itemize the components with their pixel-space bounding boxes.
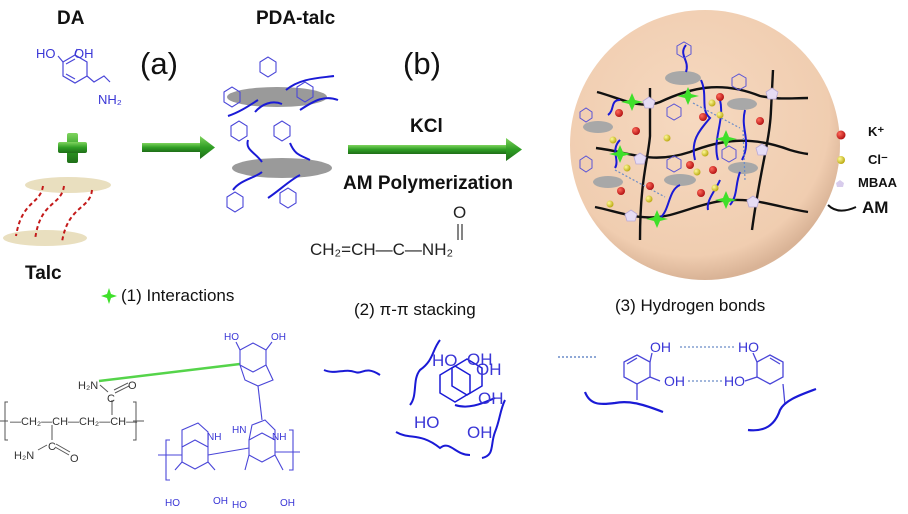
legend-cl-icon <box>837 156 845 164</box>
polyacrylamide-structure <box>0 382 144 456</box>
talc-label: Talc <box>25 263 62 284</box>
panel-b-label: (b) <box>403 46 441 81</box>
legend-mbaa-icon <box>836 180 844 187</box>
pda-hn: HN <box>232 425 246 436</box>
pda-talc-structure <box>223 56 339 213</box>
pi-ho-2: HO <box>414 413 440 432</box>
pda-nh-2: NH <box>272 432 286 443</box>
plus-icon <box>58 133 87 163</box>
pam-o-top: O <box>128 380 137 392</box>
legend-cl-label: Cl⁻ <box>868 152 888 167</box>
dopamine-molecule <box>57 48 111 84</box>
da-ho-text: HO <box>36 46 56 61</box>
pi-oh-4: OH <box>467 423 493 442</box>
pam-backbone: —CH₂—CH—CH₂—CH— <box>10 416 137 428</box>
legend-k-icon <box>836 130 846 140</box>
hydrogen-bonds-caption: (3) Hydrogen bonds <box>615 296 766 315</box>
interaction-star-icon <box>101 288 117 304</box>
pda-oh-3: OH <box>280 498 295 509</box>
da-label: DA <box>57 8 85 29</box>
interaction-line <box>98 362 241 383</box>
legend-mbaa-label: MBAA <box>858 175 897 190</box>
pi-oh-1: OH <box>467 350 493 369</box>
am-polymerization-label: AM Polymerization <box>343 173 513 194</box>
pi-ho-1: HO <box>432 351 458 370</box>
hydrogen-bond-structure <box>623 352 786 406</box>
pam-h2n-top: H₂N <box>78 380 98 392</box>
talc-structure <box>3 177 111 246</box>
hydrogel-network <box>570 10 840 280</box>
hb-oh-2: OH <box>664 373 685 389</box>
pi-oh-2: OH <box>476 360 502 379</box>
legend-am-icon <box>827 204 857 212</box>
pam-c-top: C <box>107 393 115 405</box>
pda-ho-2: HO <box>165 498 180 509</box>
pi-stacking-caption: (2) π-π stacking <box>354 300 476 319</box>
pda-talc-label: PDA-talc <box>256 8 336 29</box>
pda-oh-2: OH <box>213 496 228 507</box>
pam-o-bottom: O <box>70 453 79 465</box>
pda-nh-1: NH <box>207 432 221 443</box>
panel-a-label: (a) <box>140 46 178 81</box>
pi-stacking-structure <box>323 339 506 459</box>
arrow-a <box>142 136 215 159</box>
pi-oh-3: OH <box>478 389 504 408</box>
pda-ho-3: HO <box>232 500 247 511</box>
pam-h2n-bottom: H₂N <box>14 450 34 462</box>
pda-ho-1: HO <box>224 332 239 343</box>
kcl-label: KCl <box>410 116 443 137</box>
pam-c-bottom: C <box>48 441 56 453</box>
pda-oh-1: OH <box>271 332 286 343</box>
hb-oh-1: OH <box>650 339 671 355</box>
da-nh2-text: NH₂ <box>98 92 122 107</box>
da-oh-text: OH <box>74 46 94 61</box>
acrylamide-formula: CH₂=CH—C—NH₂ <box>310 240 454 259</box>
hb-ho-1: HO <box>738 339 759 355</box>
legend-am-label: AM <box>862 198 889 217</box>
acrylamide-co-bond <box>457 224 463 240</box>
arrow-b <box>348 138 522 161</box>
acrylamide-oxygen: O <box>453 203 467 222</box>
interactions-caption: (1) Interactions <box>121 286 235 305</box>
legend-k-label: K⁺ <box>868 124 885 139</box>
polydopamine-structure <box>158 341 300 481</box>
hb-ho-2: HO <box>724 373 745 389</box>
